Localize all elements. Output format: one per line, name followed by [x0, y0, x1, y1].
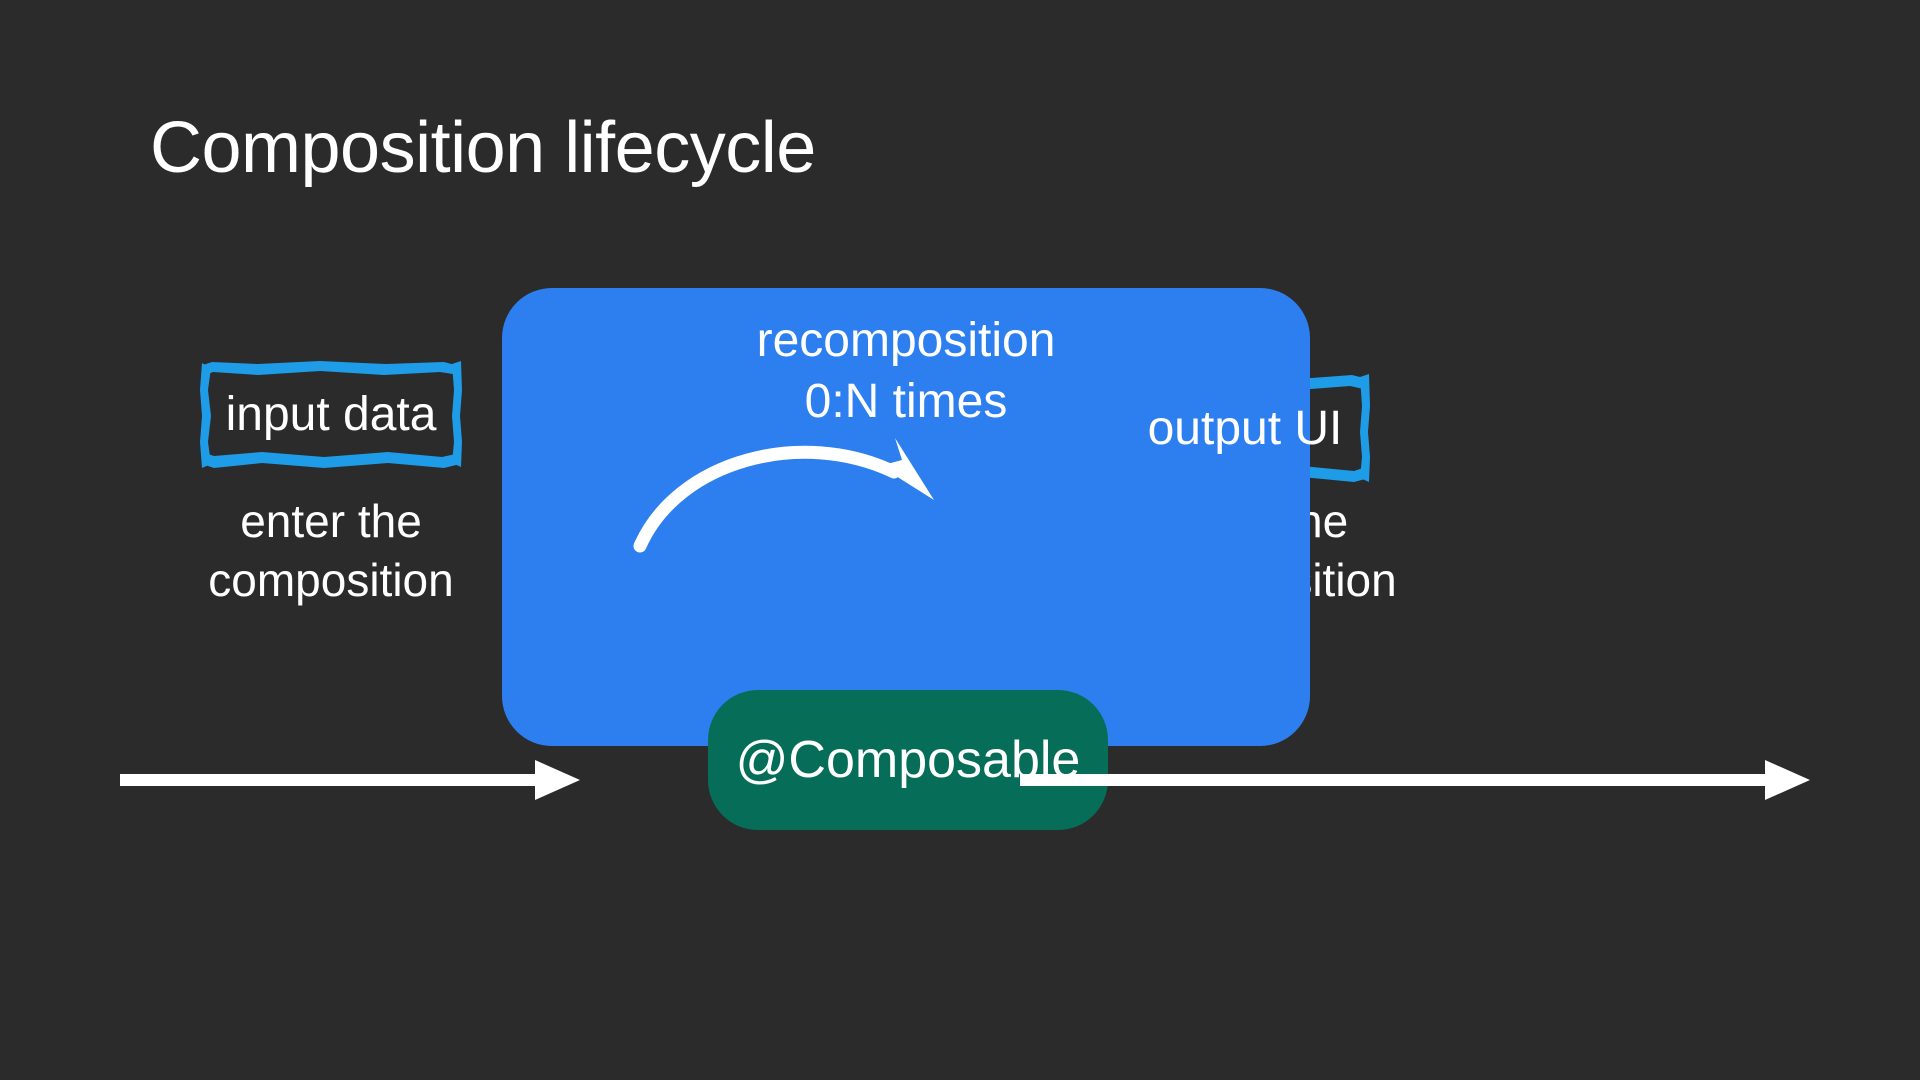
composable-chip: @Composable: [708, 690, 1108, 830]
flow-arrow-out-icon: [1020, 760, 1810, 800]
recomposition-label: recomposition 0:N times: [502, 310, 1310, 433]
input-data-badge: input data: [200, 360, 462, 470]
sketch-rectangle-icon: [200, 361, 462, 468]
enter-caption-line2: composition: [208, 553, 454, 606]
page-title: Composition lifecycle: [150, 108, 816, 188]
recomposition-line2: 0:N times: [804, 375, 1008, 429]
enter-composition-caption: enter the composition: [152, 492, 510, 610]
enter-caption-line1: enter the: [240, 495, 422, 547]
composition-container: recomposition 0:N times: [502, 288, 1310, 746]
recomposition-line1: recomposition: [756, 314, 1056, 367]
output-ui-badge-label: output UI: [1147, 402, 1343, 455]
flow-arrow-in-icon: [120, 760, 580, 800]
input-data-badge-label: input data: [225, 388, 437, 441]
